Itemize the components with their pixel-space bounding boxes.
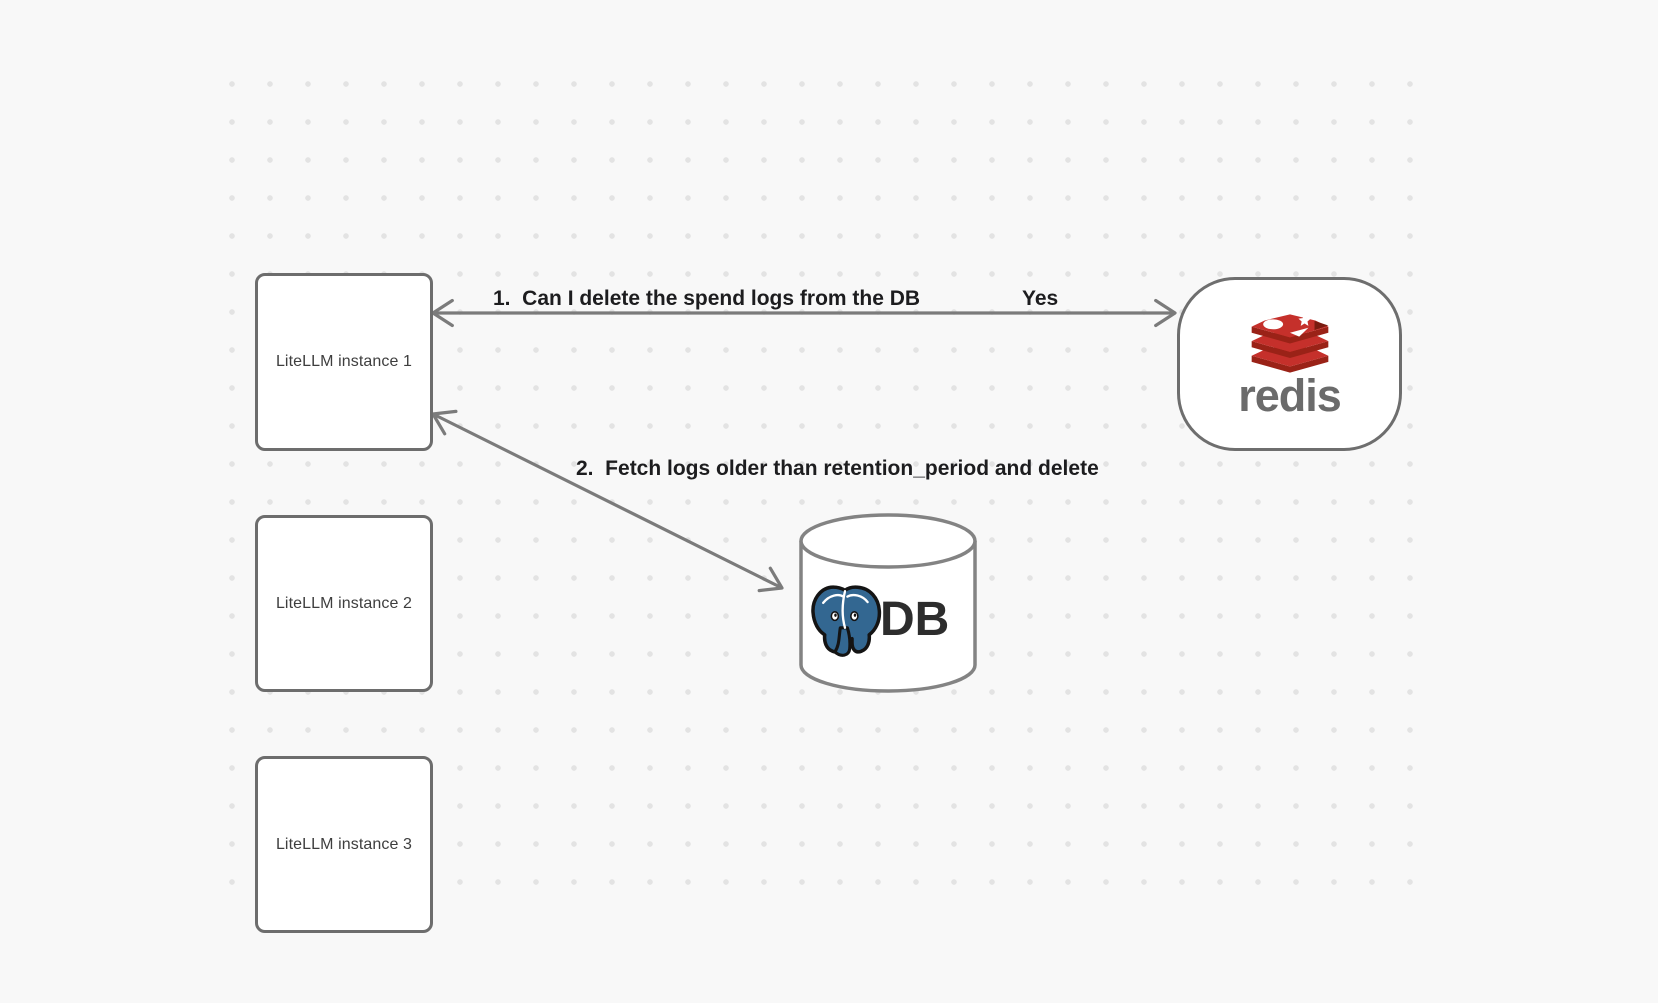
postgresql-elephant-icon <box>811 585 882 657</box>
node-litellm-instance-2: LiteLLM instance 2 <box>255 515 433 692</box>
arrowhead-box-icon <box>431 409 458 436</box>
edge-label-1: 1. Can I delete the spend logs from the … <box>493 287 921 310</box>
node-litellm-instance-1-label: LiteLLM instance 1 <box>275 353 413 370</box>
node-litellm-instance-1: LiteLLM instance 1 <box>255 273 433 451</box>
db-label: DB <box>880 593 950 646</box>
node-litellm-instance-3-label: LiteLLM instance 3 <box>275 835 413 853</box>
arrowhead-left-icon <box>431 298 454 328</box>
node-redis: redis <box>1177 277 1402 451</box>
arrowhead-db-icon <box>757 566 784 593</box>
arrow-litellm-db <box>431 409 784 593</box>
arrow-litellm-redis <box>431 298 1177 328</box>
arrowhead-right-icon <box>1154 298 1177 328</box>
redis-logo-icon <box>1251 313 1328 373</box>
node-litellm-instance-3: LiteLLM instance 3 <box>255 756 433 933</box>
node-database: DB <box>806 580 966 660</box>
redis-wordmark: redis <box>1238 369 1342 421</box>
edge-label-2: 2. Fetch logs older than retention_perio… <box>576 457 1099 480</box>
edge-label-1-response: Yes <box>1022 287 1059 310</box>
node-litellm-instance-2-label: LiteLLM instance 2 <box>275 594 413 612</box>
